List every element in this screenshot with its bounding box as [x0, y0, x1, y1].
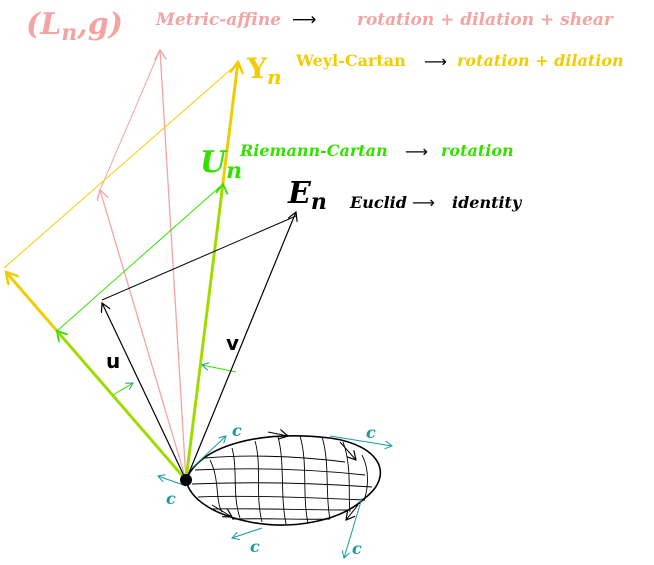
c-label-left: c [166, 489, 176, 508]
labels: (Ln,g) Metric-affine ⟶ rotation + dilati… [26, 7, 624, 558]
metric-affine-vector-2 [100, 190, 187, 481]
c-arrow-bottom-left [232, 527, 263, 538]
ln-g-label: (Ln,g) [26, 7, 123, 46]
c-label-bottom-left: c [250, 537, 260, 556]
deformable-body [185, 432, 382, 526]
riemann-cartan-vector-2 [57, 331, 187, 481]
weyl-cartan-arrow: ⟶ [424, 52, 447, 71]
metric-affine-frame [99, 49, 187, 481]
body-mesh [191, 435, 373, 525]
euclid-vector-v [185, 212, 296, 481]
c-arrow-left [158, 476, 187, 487]
riemann-cartan-angle-arc-1 [112, 383, 133, 396]
euclid-guide [101, 215, 297, 301]
metric-affine-vector-1 [160, 50, 187, 481]
metric-affine-label: Metric-affine [155, 10, 281, 30]
weyl-cartan-frame [3, 62, 238, 481]
riemann-cartan-label: Riemann-Cartan [239, 141, 388, 160]
body-flow-arrow-3 [211, 504, 232, 517]
metric-affine-arrow: ⟶ [292, 10, 316, 30]
c-arrow-bottom-right [344, 497, 363, 558]
weyl-cartan-guide-1 [3, 64, 237, 269]
riemann-cartan-vector-1 [184, 184, 223, 481]
c-arrow-top-right [329, 435, 392, 446]
riemann-cartan-result: rotation [441, 141, 514, 160]
riemann-cartan-arrow: ⟶ [405, 142, 428, 161]
body-flow-arrow-1 [339, 441, 356, 460]
c-label-top-left: c [232, 421, 242, 440]
euclid-result: identity [452, 193, 523, 212]
e-n-label: En [287, 176, 327, 215]
vector-u-label: u [106, 349, 120, 373]
origin-point [180, 474, 192, 486]
riemann-cartan-guide [56, 183, 224, 332]
euclid-arrow: ⟶ [412, 193, 435, 212]
euclid-vector-u [102, 303, 187, 481]
c-label-top-right: c [366, 423, 376, 442]
euclid-label: Euclid [349, 193, 407, 212]
metric-affine-result: rotation + dilation + shear [357, 10, 614, 30]
body-flow-arrow-4 [267, 432, 288, 436]
c-label-bottom-right: c [352, 539, 362, 558]
weyl-cartan-result: rotation + dilation [457, 51, 624, 70]
riemann-cartan-frame [56, 183, 237, 481]
c-arrow-top-left [191, 436, 226, 469]
y-n-label: Yn [246, 52, 282, 89]
body-flow-arrow-2 [346, 504, 359, 520]
metric-affine-guide [99, 49, 161, 191]
u-n-label: Un [200, 145, 242, 184]
body-outline [185, 435, 382, 526]
vector-v-label: v [226, 331, 239, 355]
euclid-frame [101, 212, 297, 481]
c-vectors [158, 436, 392, 558]
weyl-cartan-label: Weyl-Cartan [295, 51, 406, 70]
